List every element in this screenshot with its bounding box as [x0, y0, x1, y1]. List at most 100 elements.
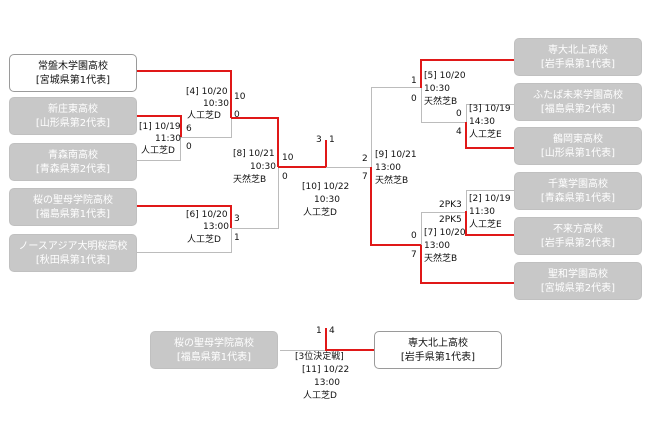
- line-m11-right: [326, 349, 374, 351]
- score-m5-bottom: 0: [411, 94, 417, 104]
- line-m4-top-v: [230, 70, 232, 118]
- score-m2-top: 2PK3: [439, 200, 462, 210]
- score-m11-left: 1: [316, 326, 322, 336]
- team-name: 聖和学園高校: [548, 269, 608, 280]
- match-info-m1-field: 人工芝D: [141, 146, 175, 156]
- line-m7-top-v: [421, 212, 422, 245]
- match-info-m2-field: 人工芝E: [469, 220, 502, 230]
- team-name: 桜の聖母学院高校: [174, 338, 254, 349]
- line-m8-bottom-v: [278, 167, 279, 229]
- line-m9-top-h: [371, 87, 421, 88]
- match-info-m4-date: [4] 10/20: [186, 87, 228, 97]
- team-pref: [秋田県第1代表]: [35, 255, 111, 266]
- team-name: 桜の聖母学院高校: [33, 195, 113, 206]
- line-m3-top-h: [466, 104, 514, 105]
- match-info-m10-field: 人工芝D: [303, 208, 337, 218]
- line-m4-bottom-v: [231, 117, 232, 138]
- line-m4-bottom-h: [181, 137, 232, 138]
- line-m11-center-v: [325, 328, 327, 351]
- team-pref: [福島県第1代表]: [176, 352, 252, 363]
- line-m5-top-v: [420, 59, 422, 88]
- match-info-m4-field: 人工芝D: [187, 111, 221, 121]
- match-info-m6-field: 人工芝D: [187, 235, 221, 245]
- score-m7-top: 0: [411, 231, 417, 241]
- team-name: ふたば未来学園高校: [533, 90, 623, 101]
- line-m5-top-h: [420, 59, 514, 61]
- team-box-r3: 鶴岡東高校 [山形県第1代表]: [514, 127, 642, 165]
- team-box-l5: ノースアジア大明桜高校 [秋田県第1代表]: [9, 234, 137, 272]
- line-m7-top-h: [421, 212, 467, 213]
- line-m1-bottom-h: [137, 160, 181, 161]
- team-box-r2: ふたば未来学園高校 [福島県第2代表]: [514, 83, 642, 121]
- match-info-m8-date: [8] 10/21: [233, 149, 275, 159]
- team-pref: [山形県第2代表]: [35, 118, 111, 129]
- line-m6-top-v: [230, 205, 232, 228]
- score-m2-bottom: 2PK5: [439, 215, 462, 225]
- line-m1-top-v: [180, 115, 182, 137]
- match-info-m7-date: [7] 10/20: [424, 228, 466, 238]
- line-m5-bottom-h: [421, 122, 467, 123]
- score-m6-top: 3: [234, 214, 240, 224]
- line-m6-bottom-v: [231, 228, 232, 253]
- score-m10-left: 3: [316, 135, 322, 145]
- line-m6-top-h: [137, 205, 232, 207]
- score-m8-bottom: 0: [282, 172, 288, 182]
- line-m2-bottom-v: [465, 211, 467, 236]
- line-m5-bottom-v: [421, 88, 422, 122]
- team-name: 青森南高校: [48, 150, 98, 161]
- line-m7-bottom-v: [420, 245, 422, 283]
- match-info-m10-time: 10:30: [314, 195, 340, 205]
- team-pref: [岩手県第1代表]: [540, 59, 616, 70]
- match-info-m5-time: 10:30: [424, 84, 450, 94]
- match-info-m3-date: [3] 10/19: [469, 104, 511, 114]
- match-info-m5-field: 天然芝B: [424, 97, 458, 107]
- score-m1-bottom: 0: [186, 142, 192, 152]
- line-m10-right: [326, 167, 372, 168]
- team-name: 鶴岡東高校: [553, 134, 603, 145]
- line-m10-left: [278, 166, 327, 168]
- team-box-r5: 不来方高校 [岩手県第2代表]: [514, 217, 642, 255]
- score-m4-bottom: 0: [234, 110, 240, 120]
- line-m4-top-h: [137, 70, 232, 72]
- match-info-m3-field: 人工芝E: [469, 130, 502, 140]
- score-m9-bottom: 7: [362, 172, 368, 182]
- score-m5-top: 1: [411, 76, 417, 86]
- match-info-m7-time: 13:00: [424, 241, 450, 251]
- line-m10-center-v: [325, 140, 327, 168]
- team-pref: [福島県第2代表]: [540, 104, 616, 115]
- line-m7-bottom-h: [420, 282, 514, 284]
- line-m8-top-v: [277, 117, 279, 167]
- team-box-r1: 専大北上高校 [岩手県第1代表]: [514, 38, 642, 76]
- match-info-m1-date: [1] 10/19: [139, 122, 181, 132]
- score-m6-bottom: 1: [234, 233, 240, 243]
- score-m11-right: 4: [329, 326, 335, 336]
- match-info-m9-time: 13:00: [375, 163, 401, 173]
- team-name: 専大北上高校: [548, 45, 608, 56]
- match-info-m9-date: [9] 10/21: [375, 150, 417, 160]
- score-m4-top: 10: [234, 92, 246, 102]
- match-info-m10-date: [10] 10/22: [302, 182, 350, 192]
- line-m8-top-h: [231, 117, 279, 119]
- match-info-m11-field: 人工芝D: [303, 391, 337, 401]
- line-m9-bottom-v: [370, 167, 372, 246]
- match-info-m3-time: 14:30: [469, 117, 495, 127]
- line-m1-bottom-v: [180, 137, 181, 161]
- team-pref: [福島県第1代表]: [35, 209, 111, 220]
- team-name: 千葉学園高校: [548, 179, 608, 190]
- line-m3-bottom-h: [465, 147, 514, 149]
- match-info-m8-field: 天然芝B: [233, 175, 267, 185]
- score-m10-right: 1: [329, 135, 335, 145]
- team-name: 新庄東高校: [48, 104, 98, 115]
- match-info-m4-time: 10:30: [203, 99, 229, 109]
- team-name: 常盤木学園高校: [38, 61, 108, 72]
- line-m2-top-h: [466, 190, 514, 191]
- line-m1-top-h: [137, 115, 181, 117]
- team-pref: [宮城県第2代表]: [540, 283, 616, 294]
- score-m3-bottom: 4: [456, 127, 462, 137]
- line-m2-bottom-h: [465, 234, 514, 236]
- match-info-m6-date: [6] 10/20: [186, 210, 228, 220]
- team-box-l3: 青森南高校 [青森県第2代表]: [9, 143, 137, 181]
- match-info-m8-time: 10:30: [250, 162, 276, 172]
- team-name: 専大北上高校: [408, 338, 468, 349]
